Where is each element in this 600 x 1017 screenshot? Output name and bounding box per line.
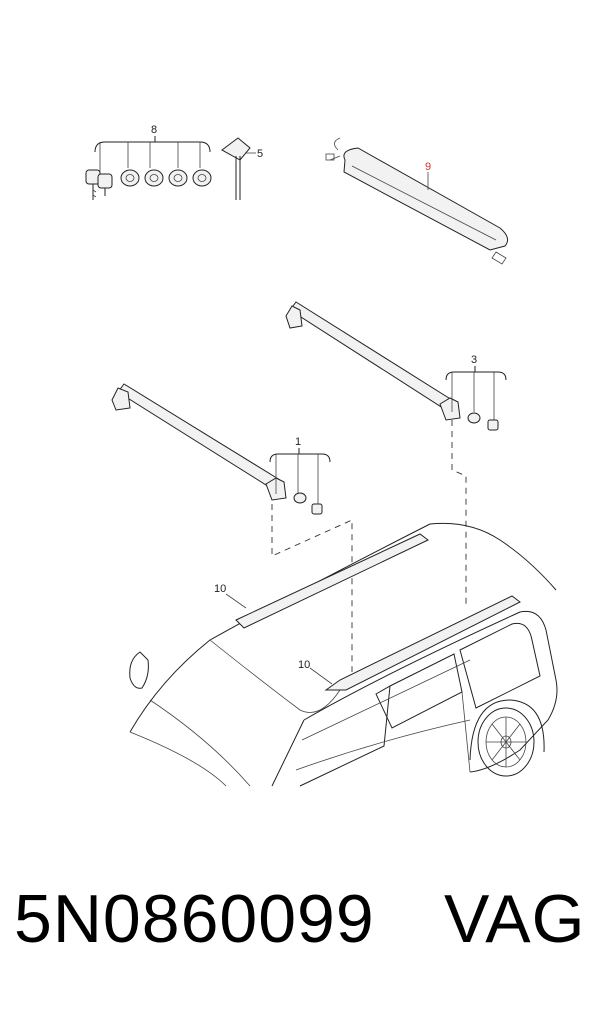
torque-wrench-icon: 5 [221, 137, 263, 200]
key-icon [487, 419, 499, 431]
keys-and-lock-cylinders: 8 [85, 124, 212, 200]
parts-diagram: 8 5 9 3 [85, 124, 558, 787]
roof-rail-right [324, 595, 521, 691]
lock-cylinder-icon [120, 169, 212, 187]
brand-name: VAG [444, 881, 586, 957]
storage-bag: 9 [325, 137, 509, 265]
callout-5: 5 [257, 148, 263, 160]
key-icon [85, 169, 113, 200]
lock-cylinder-icon [293, 492, 307, 504]
front-bar-mounting: 1 [269, 436, 331, 515]
part-number: 5N0860099 [14, 881, 375, 957]
car-body: 10 10 [129, 522, 558, 787]
roof-rail-left [235, 533, 429, 629]
rear-cross-bar [285, 301, 461, 421]
window-front [375, 653, 463, 729]
rear-bar-mounting: 3 [445, 354, 507, 431]
callout-10-right: 10 [298, 659, 310, 671]
lock-cylinder-icon [467, 412, 481, 424]
callout-9: 9 [425, 161, 431, 173]
key-icon [311, 503, 323, 515]
mirror [129, 651, 149, 689]
window-rear [459, 622, 541, 709]
wheel [469, 699, 545, 777]
callout-8: 8 [151, 124, 157, 136]
callout-10-left: 10 [214, 583, 226, 595]
callout-1: 1 [295, 436, 301, 448]
callout-3: 3 [471, 354, 477, 366]
assembly-guide-lines [271, 420, 467, 672]
front-cross-bar [111, 383, 287, 501]
